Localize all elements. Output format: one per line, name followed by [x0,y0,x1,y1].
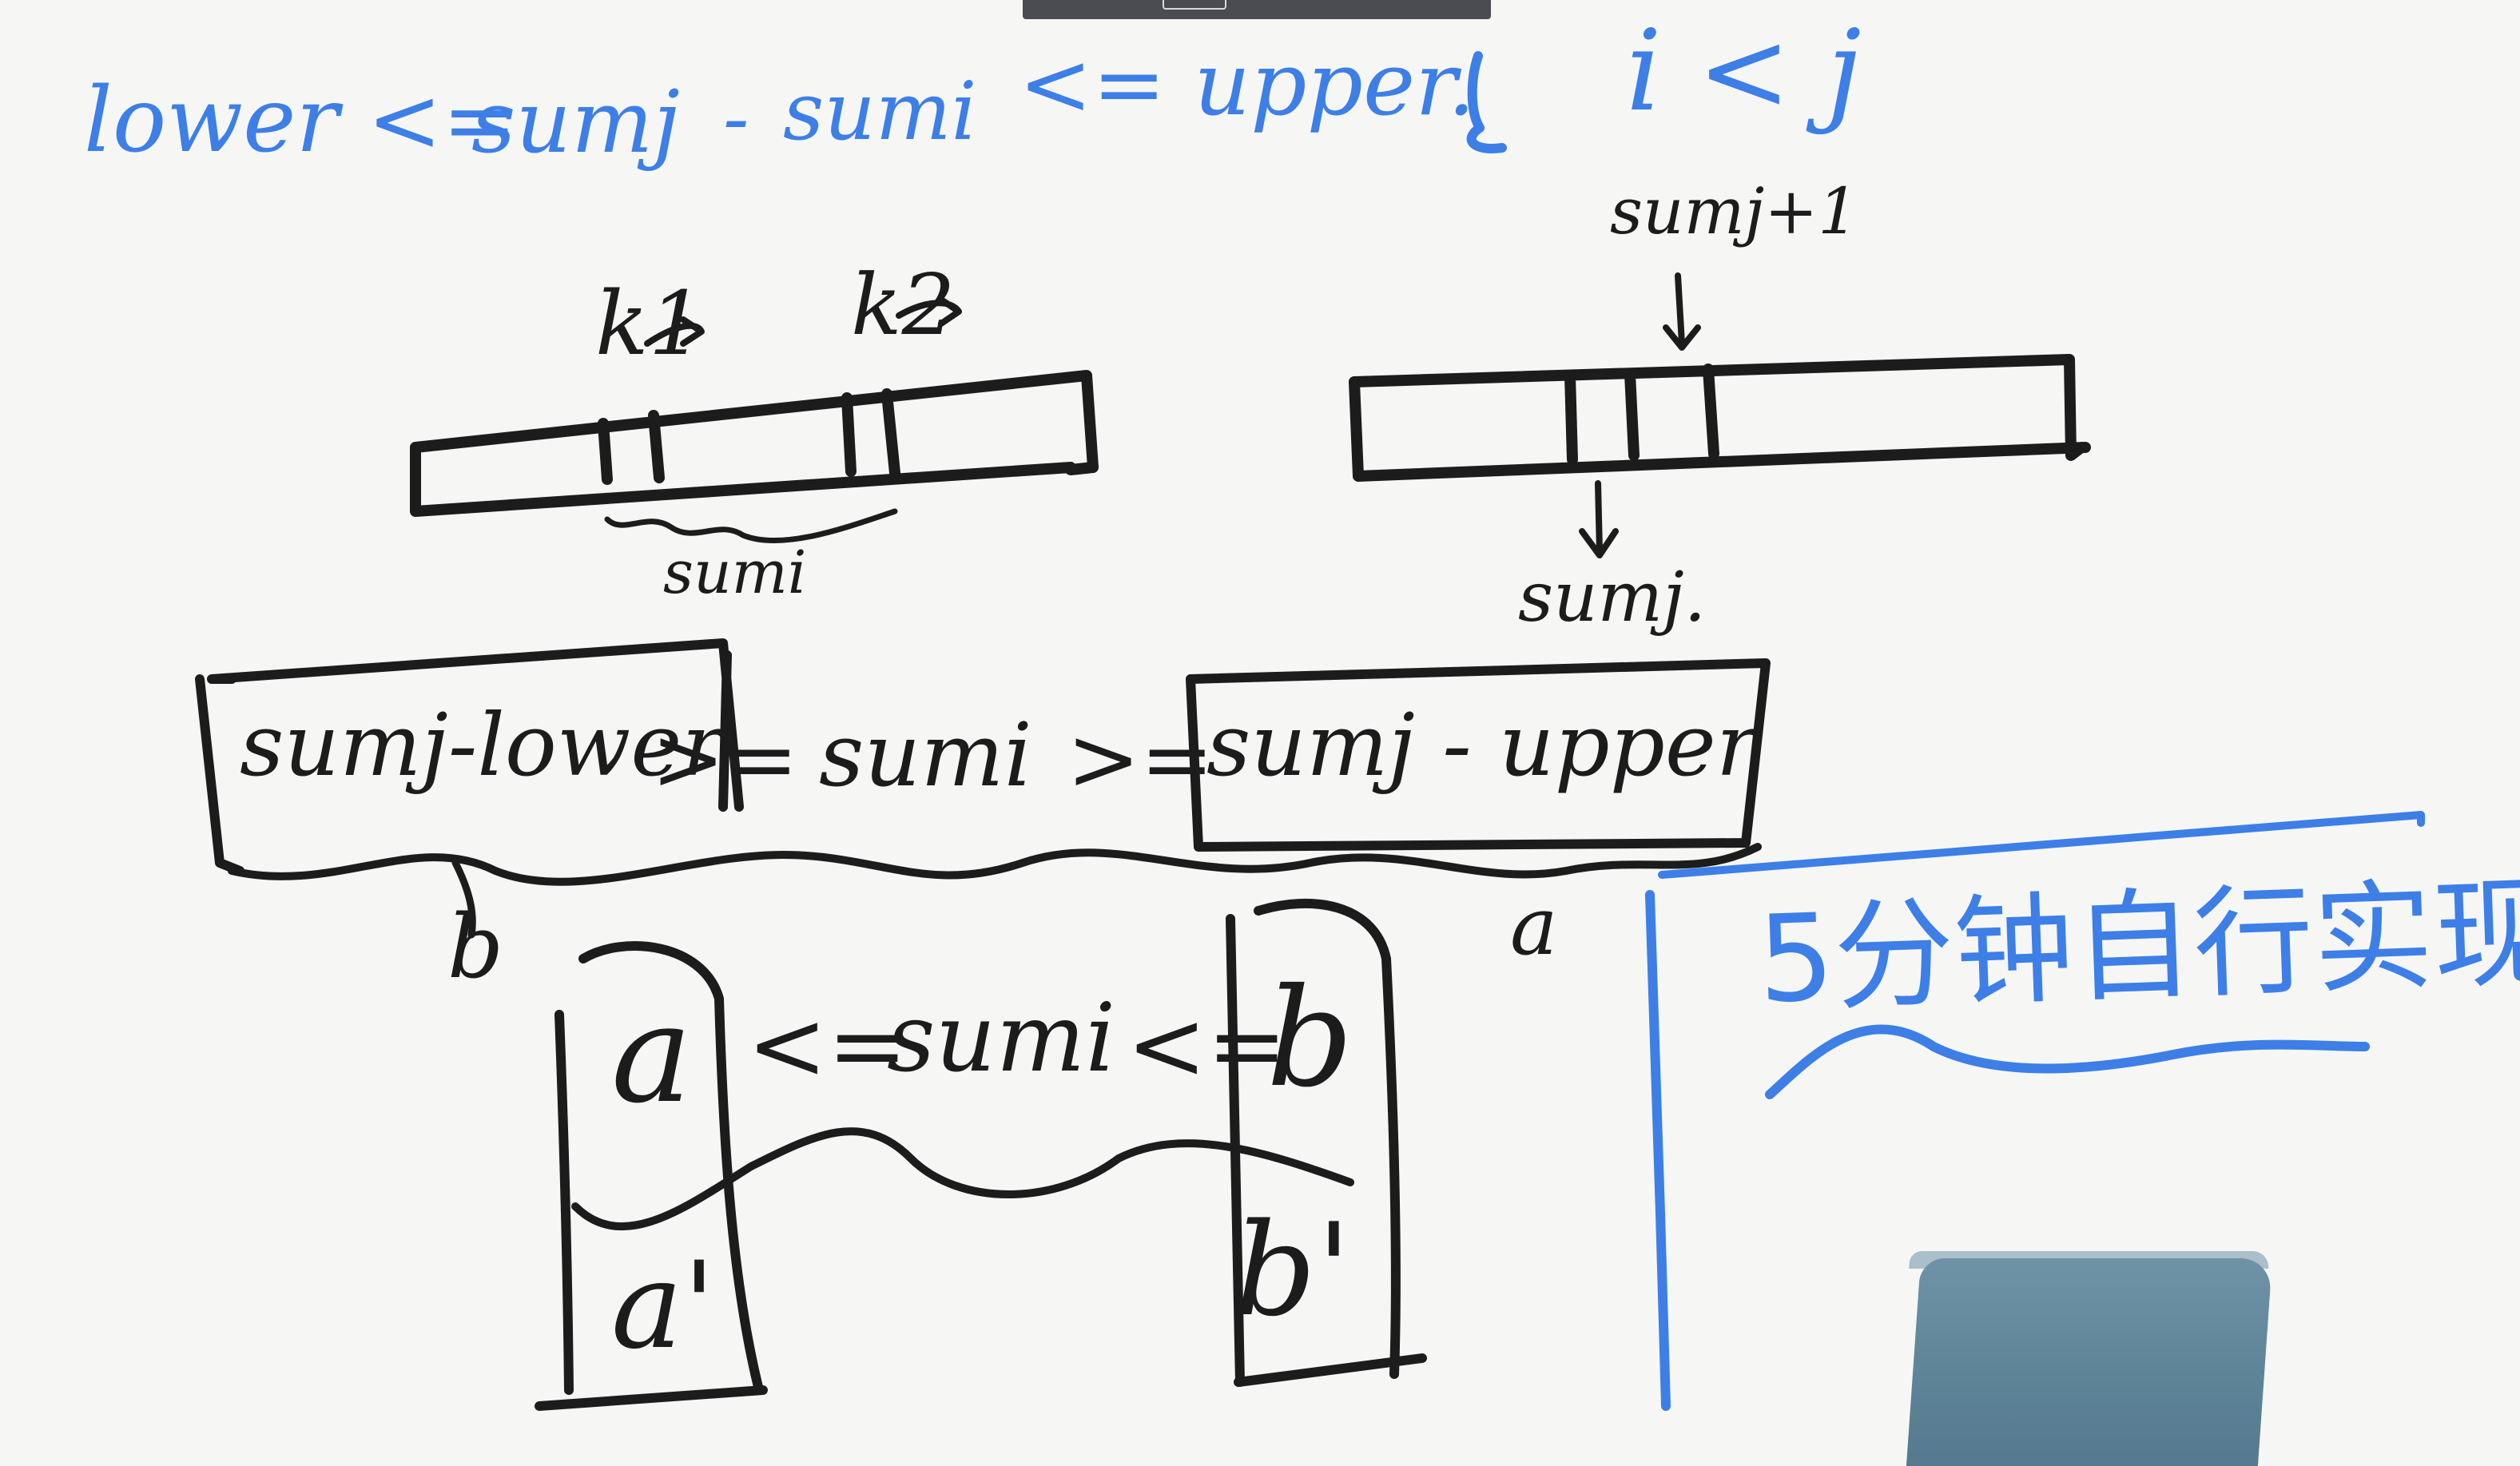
bottom-sumi: sumi [887,983,1116,1093]
ineq-sumj-upper: sumj - upper [1206,696,1758,796]
bottom-b-prime: b' [1234,1195,1352,1345]
bottom-b: b [1266,959,1353,1118]
right-array [1349,354,2091,482]
bottom-a-prime: a' [611,1237,716,1376]
label-k2: k2 [851,256,956,354]
down-arrow-bottom [1579,480,1619,558]
chair-back [1906,1258,2273,1466]
formula-lower-le: lower <= [84,69,518,173]
ineq-ge-2: >= [1067,708,1214,810]
tab-handle[interactable] [1163,0,1226,10]
ineq-sumi: sumi [819,704,1032,806]
inequality-underline [228,843,1762,886]
condition-i-lt-j: i < j [1626,6,1862,137]
formula-sumi: sumi [783,65,977,158]
blue-top-line [1658,811,2425,879]
box-right [1186,658,1771,852]
formula-sumj: sumj [471,73,680,173]
k2-arrow [896,296,962,327]
blue-wave-underline [1765,1024,2370,1099]
label-sumj-under: sumj. [1518,558,1707,638]
bottom-wave [571,1127,1354,1231]
blue-vertical-line [1645,890,1671,1411]
window-top-tab[interactable] [1023,0,1491,19]
blue-brace [1466,51,1507,153]
tick-b [451,859,476,939]
bottom-left-bracket [535,941,768,1411]
label-sumi-under: sumi [663,538,807,607]
label-a: a [1510,880,1558,973]
label-k1: k1 [595,272,705,375]
down-arrow-top [1663,272,1701,351]
label-sumj1: sumj+1 [1610,174,1859,248]
note-five-minutes: 5分钟自行实现 [1755,863,2520,1031]
formula-le-upper: <= upper. [1019,33,1476,135]
box-left [195,638,744,876]
k1-arrow [644,316,705,347]
left-array [410,370,1099,517]
ineq-ge-1: >= [651,708,799,810]
bottom-le-2: <= [1127,991,1288,1102]
sumi-brace [604,508,898,543]
bottom-a: a [611,975,693,1134]
bottom-le-1: <= [747,991,908,1102]
ineq-sumj-lower: sumj-lower [240,696,723,796]
formula-minus: - [723,73,749,163]
label-b: b [447,896,504,998]
bottom-right-bracket [1226,898,1427,1387]
